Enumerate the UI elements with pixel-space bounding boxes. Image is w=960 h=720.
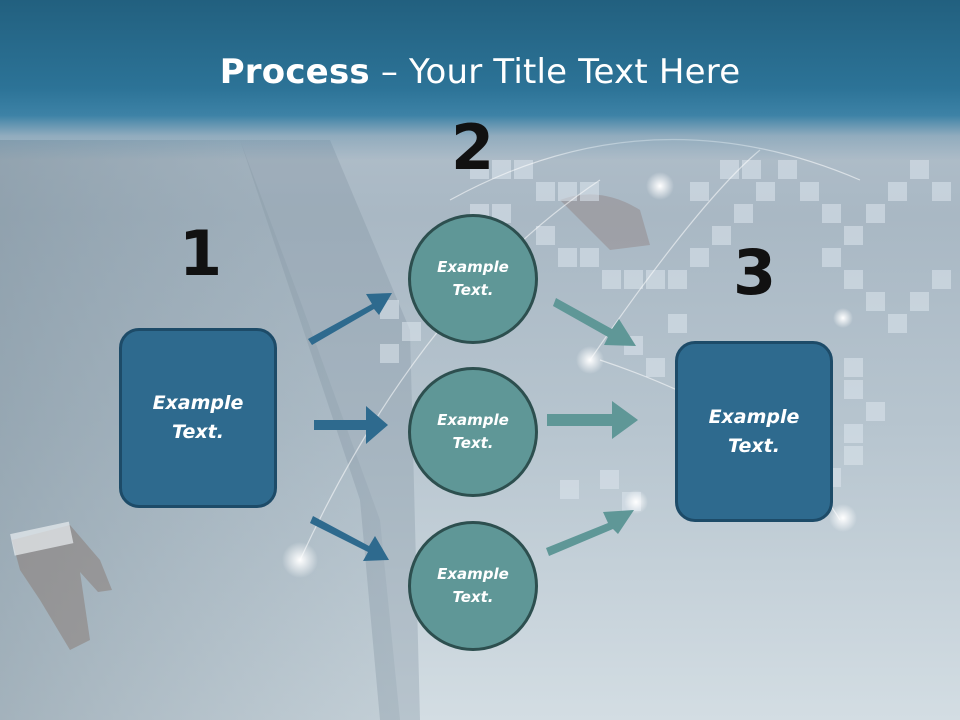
arrow-right-down (546, 510, 634, 556)
title-bold: Process (219, 52, 370, 92)
circle-top[interactable]: Example Text. (408, 214, 538, 344)
step-number-1: 1 (179, 217, 223, 290)
step-number-2: 2 (451, 111, 495, 184)
arrow-left-middle (314, 406, 388, 444)
page-title: Process – Your Title Text Here (0, 52, 960, 92)
step-number-3: 3 (733, 236, 777, 309)
arrow-left-down (310, 516, 389, 561)
arrow-right-middle (547, 401, 638, 439)
header-band (0, 0, 960, 160)
arrow-right-up (553, 298, 636, 346)
circle-top-label: Example Text. (437, 258, 509, 299)
circle-bottom-label: Example Text. (437, 565, 509, 606)
right-box[interactable]: Example Text. (675, 341, 833, 522)
circle-middle-label: Example Text. (437, 411, 509, 452)
circle-middle[interactable]: Example Text. (408, 367, 538, 497)
right-box-label: Example Text. (708, 405, 800, 457)
title-rest: – Your Title Text Here (369, 52, 741, 92)
left-box[interactable]: Example Text. (119, 328, 277, 508)
left-box-label: Example Text. (152, 392, 244, 443)
circle-bottom[interactable]: Example Text. (408, 521, 538, 651)
arrow-left-up (308, 293, 392, 345)
